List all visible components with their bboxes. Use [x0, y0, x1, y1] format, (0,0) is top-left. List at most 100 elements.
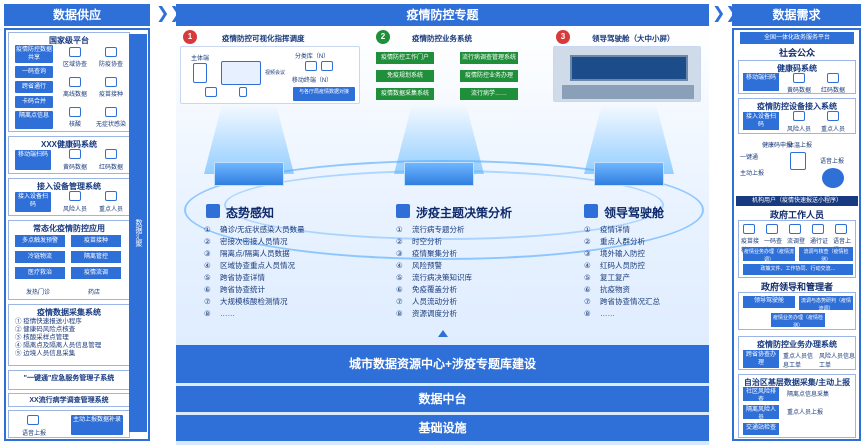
right-header-label: 数据需求	[772, 8, 821, 22]
biz-btn-6[interactable]: 流行病学……	[460, 88, 518, 100]
stack-icon-3	[584, 204, 598, 218]
nucleic-icon	[69, 107, 81, 117]
device-scan-button[interactable]: 接入设备扫码	[15, 192, 51, 212]
app-btn-1[interactable]: 多点触发预警	[15, 235, 65, 247]
row-number: ⑥	[584, 285, 591, 294]
up-arrow-icon	[438, 330, 448, 337]
cube-right	[594, 162, 664, 186]
database-icon-2	[321, 61, 333, 71]
leader-btn-3[interactable]: 疫情业务办理（疫情检测）	[771, 313, 825, 329]
leader-screens-image	[553, 46, 701, 102]
row-number: ⑧	[204, 309, 211, 318]
apps-item-2: 药店	[87, 290, 100, 296]
card1-bottom-button[interactable]: 与各厅局疫情数据对接	[293, 87, 355, 101]
phone-scan-icon	[790, 152, 806, 170]
grassroots-btn-5[interactable]: 交通站检查	[743, 423, 779, 435]
row-number: ⑦	[204, 297, 211, 306]
leader-section: 领导驾驶舱 流调与态势研判（疫情流调） 疫情业务办理（疫情检测）	[738, 292, 856, 330]
gov-btn-1[interactable]: 疫情业务办理（疫情流调）	[743, 247, 795, 263]
leader-btn-1[interactable]: 领导驾驶舱	[743, 296, 795, 308]
app-btn-2[interactable]: 疫苗接种	[71, 235, 121, 247]
gov-btn-3[interactable]: 政策文件、工作协同、行动交流…	[743, 264, 853, 275]
biz-btn-5[interactable]: 疫情数据采集系统	[376, 88, 434, 100]
bizsys-section: 疫情防控业务办理系统 跨省协查办理 重点人员信息工单 风险人员信息工单	[738, 336, 856, 370]
left-panel-header: 数据供应	[4, 4, 150, 26]
r-device-title: 疫情防控设备接入系统	[757, 102, 837, 111]
card1-right-label: 分类库（N）	[294, 54, 330, 60]
app-btn-6[interactable]: 疫情流调	[71, 267, 121, 279]
bizsys-title: 疫情防控业务办理系统	[757, 340, 837, 349]
report-item-5: 语音上报	[820, 159, 845, 165]
platform-ring-outer	[184, 160, 704, 260]
step-label-3: 领导驾驶舱（大中小屏）	[592, 34, 675, 43]
row-text: 重点人群分析	[600, 237, 645, 246]
camera-icon	[205, 87, 217, 97]
row-text: 隔离点/隔离人员数据	[220, 249, 290, 258]
app-btn-3[interactable]: 冷链物流	[15, 251, 65, 263]
row-text: 跨省协查统计	[220, 285, 265, 294]
national-btn-2[interactable]: 一码查询	[15, 66, 53, 78]
biz-btn-1[interactable]: 疫情防控工作门户	[376, 52, 434, 64]
national-btn-5[interactable]: 隔离点信息	[15, 111, 53, 129]
org-user-button[interactable]: 机构用户（疫情快速报送小程序）	[736, 196, 858, 206]
row-number: ⑧	[584, 309, 591, 318]
column-1-row: ⑧……	[204, 308, 305, 320]
grassroots-btn-3[interactable]: 隔离风险人员	[743, 405, 779, 421]
red-code-icon	[105, 149, 117, 159]
row-number: ③	[584, 249, 591, 258]
report-item-2: 健康码申报	[762, 143, 793, 149]
leader-btn-2[interactable]: 流调与态势研判（疫情流调）	[799, 296, 853, 312]
biz-btn-2[interactable]: 流行病调查管理系统	[460, 52, 518, 64]
national-btn-1[interactable]: 疫情防控数据共享	[15, 45, 53, 63]
gov-service-platform-button[interactable]: 全国一体化政务服务平台	[740, 32, 854, 44]
column-title-3: 领导驾驶舱	[604, 206, 665, 220]
biz-btn-4[interactable]: 疫情防控业务办理	[460, 70, 518, 82]
row-number: ①	[204, 225, 211, 234]
biz-btn-3[interactable]: 免疫规划系统	[376, 70, 434, 82]
row-number: ⑧	[396, 309, 403, 318]
row-text: 跨省协查详情	[220, 273, 265, 282]
national-btn-4[interactable]: 卡码合并	[15, 96, 53, 108]
left-header-label: 数据供应	[52, 8, 101, 22]
voice-icon	[27, 415, 39, 425]
health-scan-button[interactable]: 移动端扫码	[15, 150, 51, 170]
cube-center	[404, 162, 474, 186]
step-number-2: 2	[376, 30, 390, 44]
row-number: ⑤	[396, 273, 403, 282]
r-health-item-1: 黄码数据	[787, 88, 812, 94]
r-health-scan-button[interactable]: 移动端扫码	[743, 73, 779, 91]
national-btn-3[interactable]: 跨省通行	[15, 81, 53, 93]
desk-icon	[562, 85, 694, 99]
step-label-1: 疫情防控可视化指挥调度	[222, 34, 305, 43]
gov-query-icon	[766, 224, 778, 234]
health-code-section: XXX健康码系统 移动端扫码 黄码数据 红码数据	[8, 136, 130, 174]
app-btn-5[interactable]: 医疗救治	[15, 267, 65, 279]
app-btn-4[interactable]: 隔离管控	[71, 251, 121, 263]
r-device-item-1: 风险人员	[787, 127, 812, 133]
device-section: 接入设备管理系统 接入设备扫码 风险人员 重点人员	[8, 178, 130, 216]
report-cluster: 一键通 健康码申报 主动上报 体温上报 语音上报	[738, 138, 856, 194]
bizsys-button[interactable]: 跨省协查办理	[743, 350, 779, 368]
offline-data-icon	[69, 77, 81, 87]
gov-btn-2[interactable]: 流调与核查（疫情检测）	[799, 247, 853, 263]
grassroots-btn-1[interactable]: 社区风险排查	[743, 387, 779, 403]
service-line-3: ③ 核酸采样点管理	[15, 334, 69, 341]
row-number: ④	[584, 261, 591, 270]
bottom-right-button[interactable]: 主动上报数据补录	[71, 415, 123, 435]
national-item-5: 核酸	[68, 122, 81, 128]
right-panel-header: 数据需求	[732, 4, 861, 26]
health-item-1: 黄码数据	[62, 165, 87, 171]
r-device-scan-button[interactable]: 接入设备扫码	[743, 112, 779, 130]
grassroots-title: 自治区基层数据采集/主动上报	[743, 378, 851, 387]
onekey-section: "一键通"应急服务管理子系统	[8, 370, 130, 390]
center-header-label: 疫情防控专题	[406, 8, 479, 22]
